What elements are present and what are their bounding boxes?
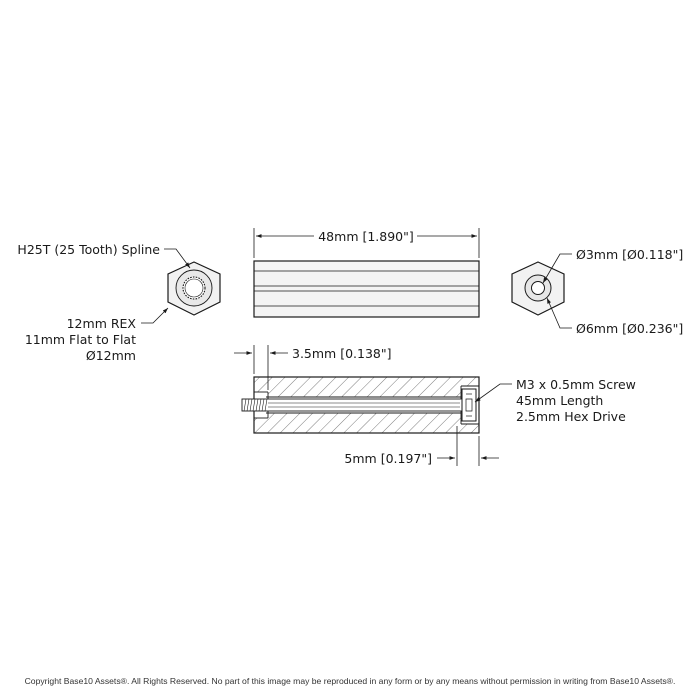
spline-inner	[184, 278, 204, 298]
depth-left-label: 3.5mm [0.138"]	[292, 346, 392, 361]
spline-label: H25T (25 Tooth) Spline	[17, 242, 160, 257]
rex-callout: 12mm REX 11mm Flat to Flat Ø12mm	[25, 307, 169, 363]
screw-callout: M3 x 0.5mm Screw 45mm Length 2.5mm Hex D…	[474, 377, 636, 424]
depth-right-label: 5mm [0.197"]	[344, 451, 432, 466]
bore-large-callout: Ø6mm [Ø0.236"]	[546, 297, 683, 336]
depth-left-dimension: 3.5mm [0.138"]	[234, 345, 392, 390]
side-view-body	[253, 260, 480, 318]
length-dimension: 48mm [1.890"]	[253, 228, 480, 258]
bore-small-label: Ø3mm [Ø0.118"]	[576, 247, 683, 262]
through-bore-circle	[531, 281, 545, 295]
screw-label-line2: 45mm Length	[516, 393, 603, 408]
left-end-view	[167, 261, 221, 316]
screw	[241, 388, 477, 422]
bore-small-callout: Ø3mm [Ø0.118"]	[542, 247, 683, 284]
rex-label-line3: Ø12mm	[86, 348, 136, 363]
rex-label-line1: 12mm REX	[67, 316, 137, 331]
screw-label-line3: 2.5mm Hex Drive	[516, 409, 626, 424]
rex-label-line2: 11mm Flat to Flat	[25, 332, 136, 347]
screw-label-line1: M3 x 0.5mm Screw	[516, 377, 636, 392]
copyright-notice: Copyright Base10 Assets®. All Rights Res…	[24, 676, 676, 686]
bore-large-label: Ø6mm [Ø0.236"]	[576, 321, 683, 336]
side-view	[253, 260, 480, 318]
length-label: 48mm [1.890"]	[318, 229, 414, 244]
screw-head	[461, 388, 477, 422]
depth-right-dimension: 5mm [0.197"]	[344, 426, 499, 466]
spline-callout: H25T (25 Tooth) Spline	[17, 242, 191, 269]
right-end-view	[511, 261, 565, 316]
